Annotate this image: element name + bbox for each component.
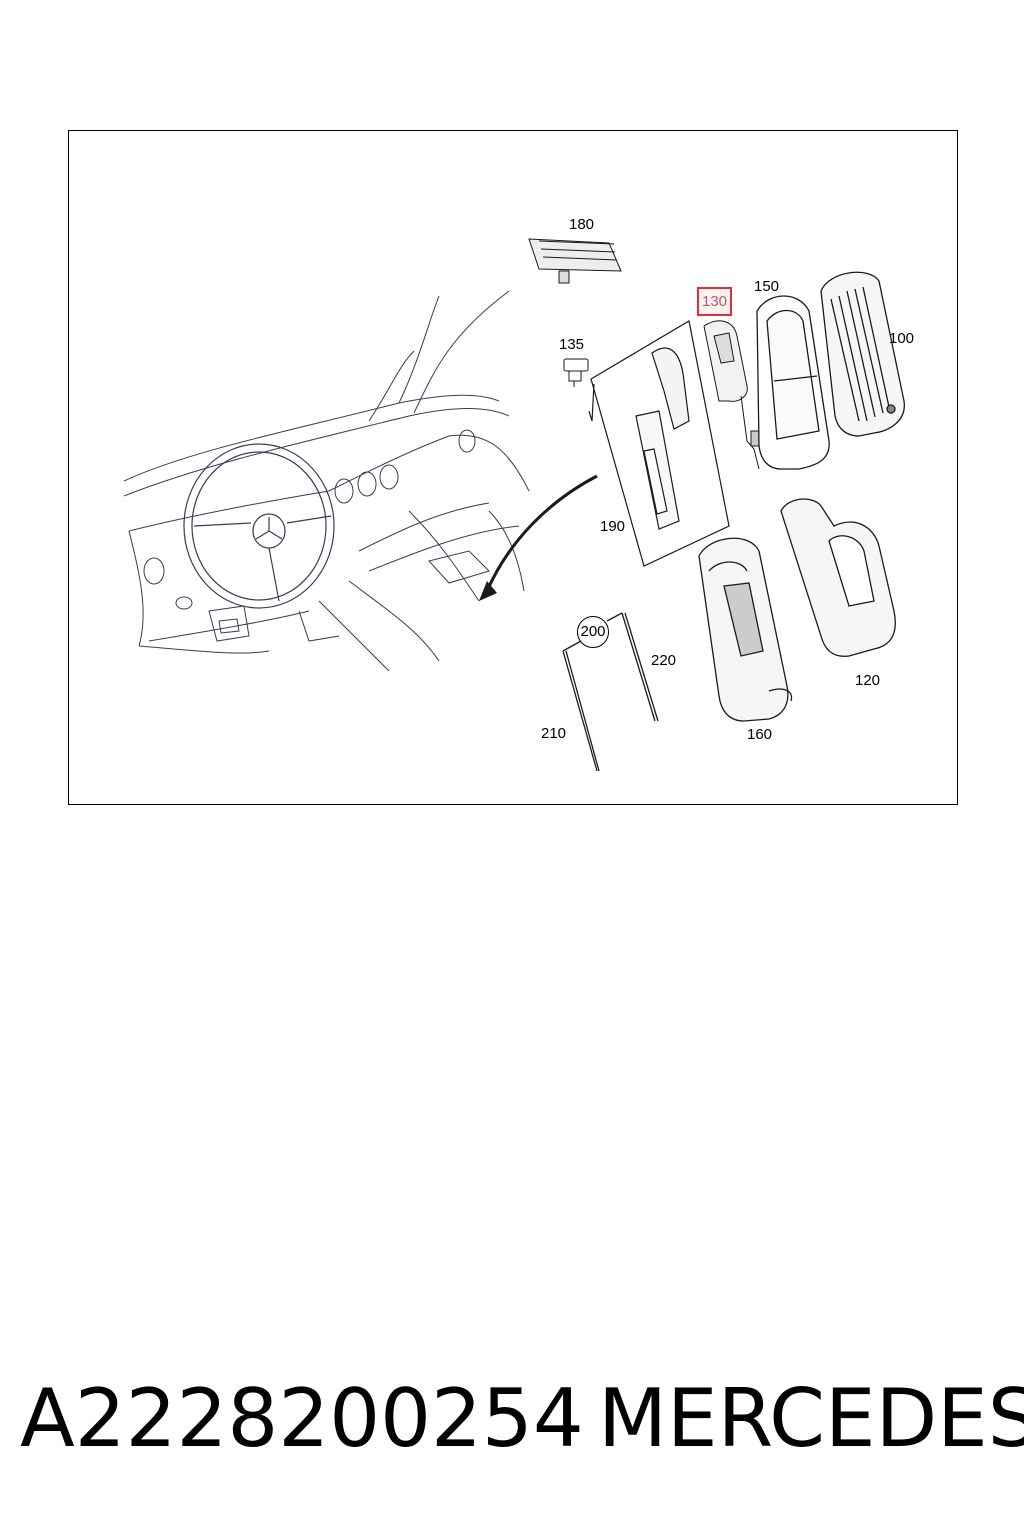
- part-number: A2228200254: [20, 1372, 584, 1465]
- callout-135: 135: [559, 336, 585, 353]
- air-vents: [143, 429, 476, 610]
- callout-160: 160: [747, 726, 773, 743]
- dashboard-illustration: [123, 290, 530, 672]
- brand-name: MERCEDES: [598, 1372, 1024, 1465]
- steering-wheel: [183, 443, 335, 609]
- part-135-screw: [563, 358, 589, 387]
- callout-200: 200: [577, 616, 609, 648]
- installation-arrow: [485, 474, 598, 592]
- callout-220: 220: [651, 652, 677, 669]
- part-210-220-strips: [562, 612, 659, 772]
- callout-190: 190: [600, 518, 626, 535]
- callout-210: 210: [541, 725, 567, 742]
- callout-130: 130: [697, 287, 733, 316]
- part-180-grille: [528, 238, 622, 284]
- exploded-view-drawing: [123, 238, 905, 772]
- callout-150: 150: [754, 278, 780, 295]
- part-160-holder: [698, 537, 793, 722]
- part-120-cover: [780, 498, 896, 657]
- part-190-panel: [588, 320, 730, 567]
- part-130-bracket: [703, 320, 762, 470]
- callout-100: 100: [889, 330, 915, 347]
- part-150-frame: [756, 295, 830, 470]
- callout-180: 180: [569, 216, 595, 233]
- callout-120: 120: [855, 672, 881, 689]
- arrow-head: [479, 581, 497, 601]
- caption: A2228200254 MERCEDES: [20, 1372, 1024, 1472]
- part-100-housing: [820, 271, 905, 437]
- parts-diagram-frame: 180 130 150 135 100 190 200 220 120 210 …: [68, 130, 958, 805]
